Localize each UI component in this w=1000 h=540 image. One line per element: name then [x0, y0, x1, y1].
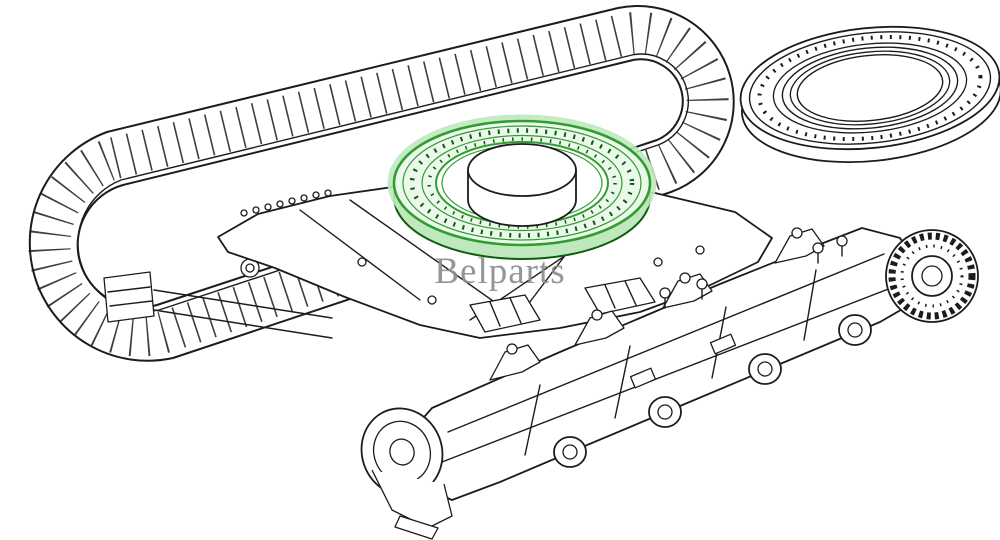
- watermark-text: Belparts: [434, 251, 565, 292]
- slewing-ring-detached: [739, 25, 1000, 164]
- front-idler: [360, 407, 453, 540]
- bottom-rollers: [553, 314, 872, 468]
- beam-access-holes: [629, 333, 737, 389]
- beam-top-mounts: [489, 227, 825, 381]
- mounting-bolts: [659, 235, 848, 309]
- highlight-glow: [387, 114, 657, 252]
- track-belt-outline: [28, 5, 735, 362]
- right-track-frame: [360, 227, 979, 540]
- left-track-frame-end: [103, 271, 333, 339]
- ring-inner-bolt-holes: [427, 137, 617, 229]
- ring-outer-bolt-holes: [409, 128, 635, 238]
- frame-mount-brackets: [469, 277, 656, 333]
- sprocket-bolt-circle: [900, 244, 964, 308]
- beam-flange-lines: [441, 253, 897, 463]
- drive-sprocket: [885, 229, 979, 323]
- ring-inner-race: [789, 50, 951, 126]
- frame-struts: [299, 195, 641, 321]
- sprocket-teeth: [888, 232, 976, 320]
- center-pivot-cylinder: [467, 143, 577, 227]
- ring-bolt-holes: [757, 34, 983, 142]
- idler-guard: [394, 515, 439, 540]
- beam-segment-lines: [524, 269, 817, 456]
- frame-bolt-row: [240, 189, 332, 217]
- frame-holes: [357, 245, 705, 305]
